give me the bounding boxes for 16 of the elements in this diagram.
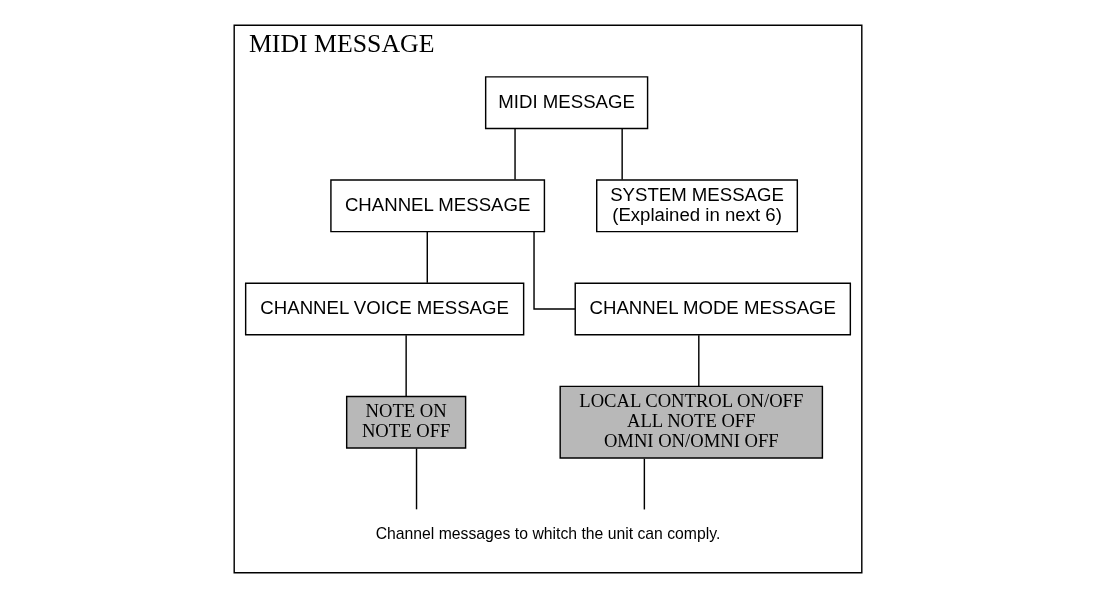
connector <box>405 334 407 397</box>
connector <box>643 457 646 511</box>
node-text: Channel messages to whitch the unit can comply. <box>375 525 721 543</box>
connector <box>533 231 576 310</box>
node-box: CHANNEL MODE MESSAGE <box>574 282 852 336</box>
node-box: MIDI MESSAGE <box>484 76 649 130</box>
node-box: SYSTEM MESSAGE (Explained in next 6) <box>596 179 799 233</box>
node-box: CHANNEL MESSAGE <box>330 179 546 233</box>
node-box: NOTE ON NOTE OFF <box>345 395 467 449</box>
connector <box>426 231 428 284</box>
node-box: LOCAL CONTROL ON/OFF ALL NOTE OFF OMNI ON/OMNI OFF <box>559 385 824 459</box>
connector <box>621 128 623 181</box>
node-box: CHANNEL VOICE MESSAGE <box>244 282 525 336</box>
connector <box>514 128 516 181</box>
connector <box>698 334 700 387</box>
connector <box>415 447 418 511</box>
